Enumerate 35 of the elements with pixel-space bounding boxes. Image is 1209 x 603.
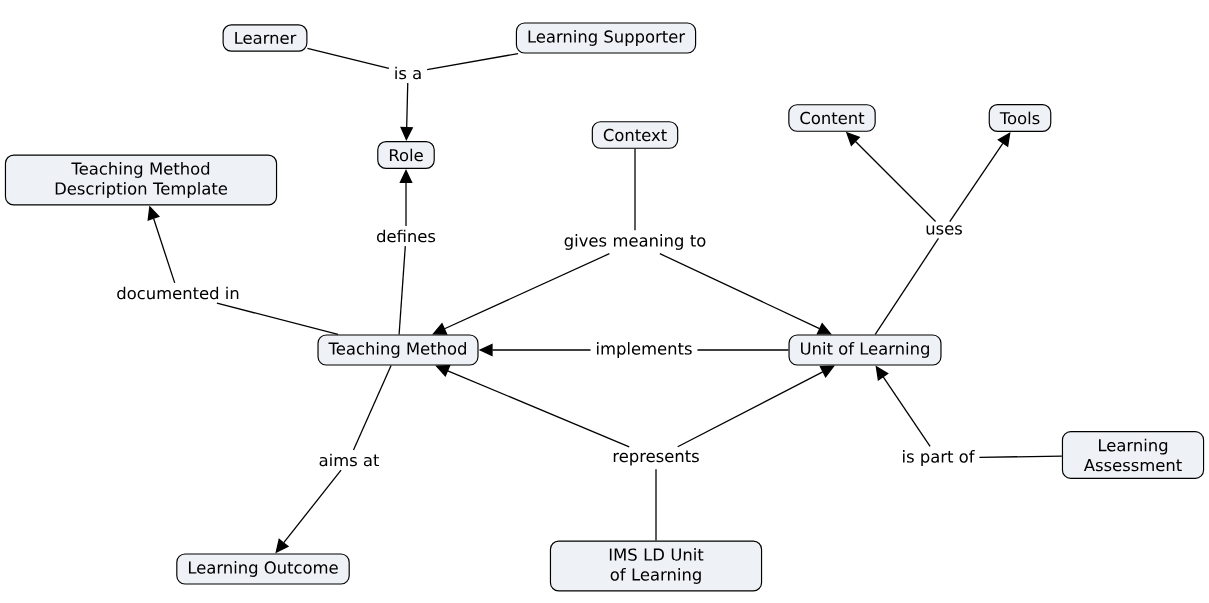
linking-phrase: aims at [313,450,385,470]
arrow [432,253,610,335]
linking-phrase: documented in [111,283,245,303]
connector-line [634,148,636,231]
linking-phrase: gives meaning to [555,230,715,254]
arrow [949,132,1011,223]
concept-box: Role [377,141,435,169]
connector-line [352,364,392,451]
concept-box: Teaching Method [317,334,479,366]
concept-box: Content [788,104,876,132]
connector-line [696,349,790,351]
concept-box: Learning Outcome [176,553,350,585]
concept-box: Context [591,121,679,149]
connector-line [655,468,657,542]
connector-line [398,245,406,336]
linking-phrase: is a [389,63,427,83]
concept-box: Teaching Method Description Template [4,154,278,206]
concept-box: Unit of Learning [788,334,942,366]
arrow [659,253,832,335]
concept-box: IMS LD Unit of Learning [549,540,763,592]
connector-line [216,302,339,336]
concept-box: Learner [222,24,308,52]
arrow [677,365,835,448]
concept-box: Learning Supporter [515,22,697,54]
arrow [400,82,414,141]
concept-box: Learning Assessment [1061,431,1205,479]
connector-line [874,237,940,336]
arrow [435,364,630,448]
linking-phrase: represents [607,447,705,469]
connector-line [978,455,1063,458]
connector-line [426,52,519,71]
concept-box: Tools [988,104,1052,132]
connector-line [306,47,390,69]
linking-phrase: defines [371,226,441,246]
arrow [399,169,413,227]
